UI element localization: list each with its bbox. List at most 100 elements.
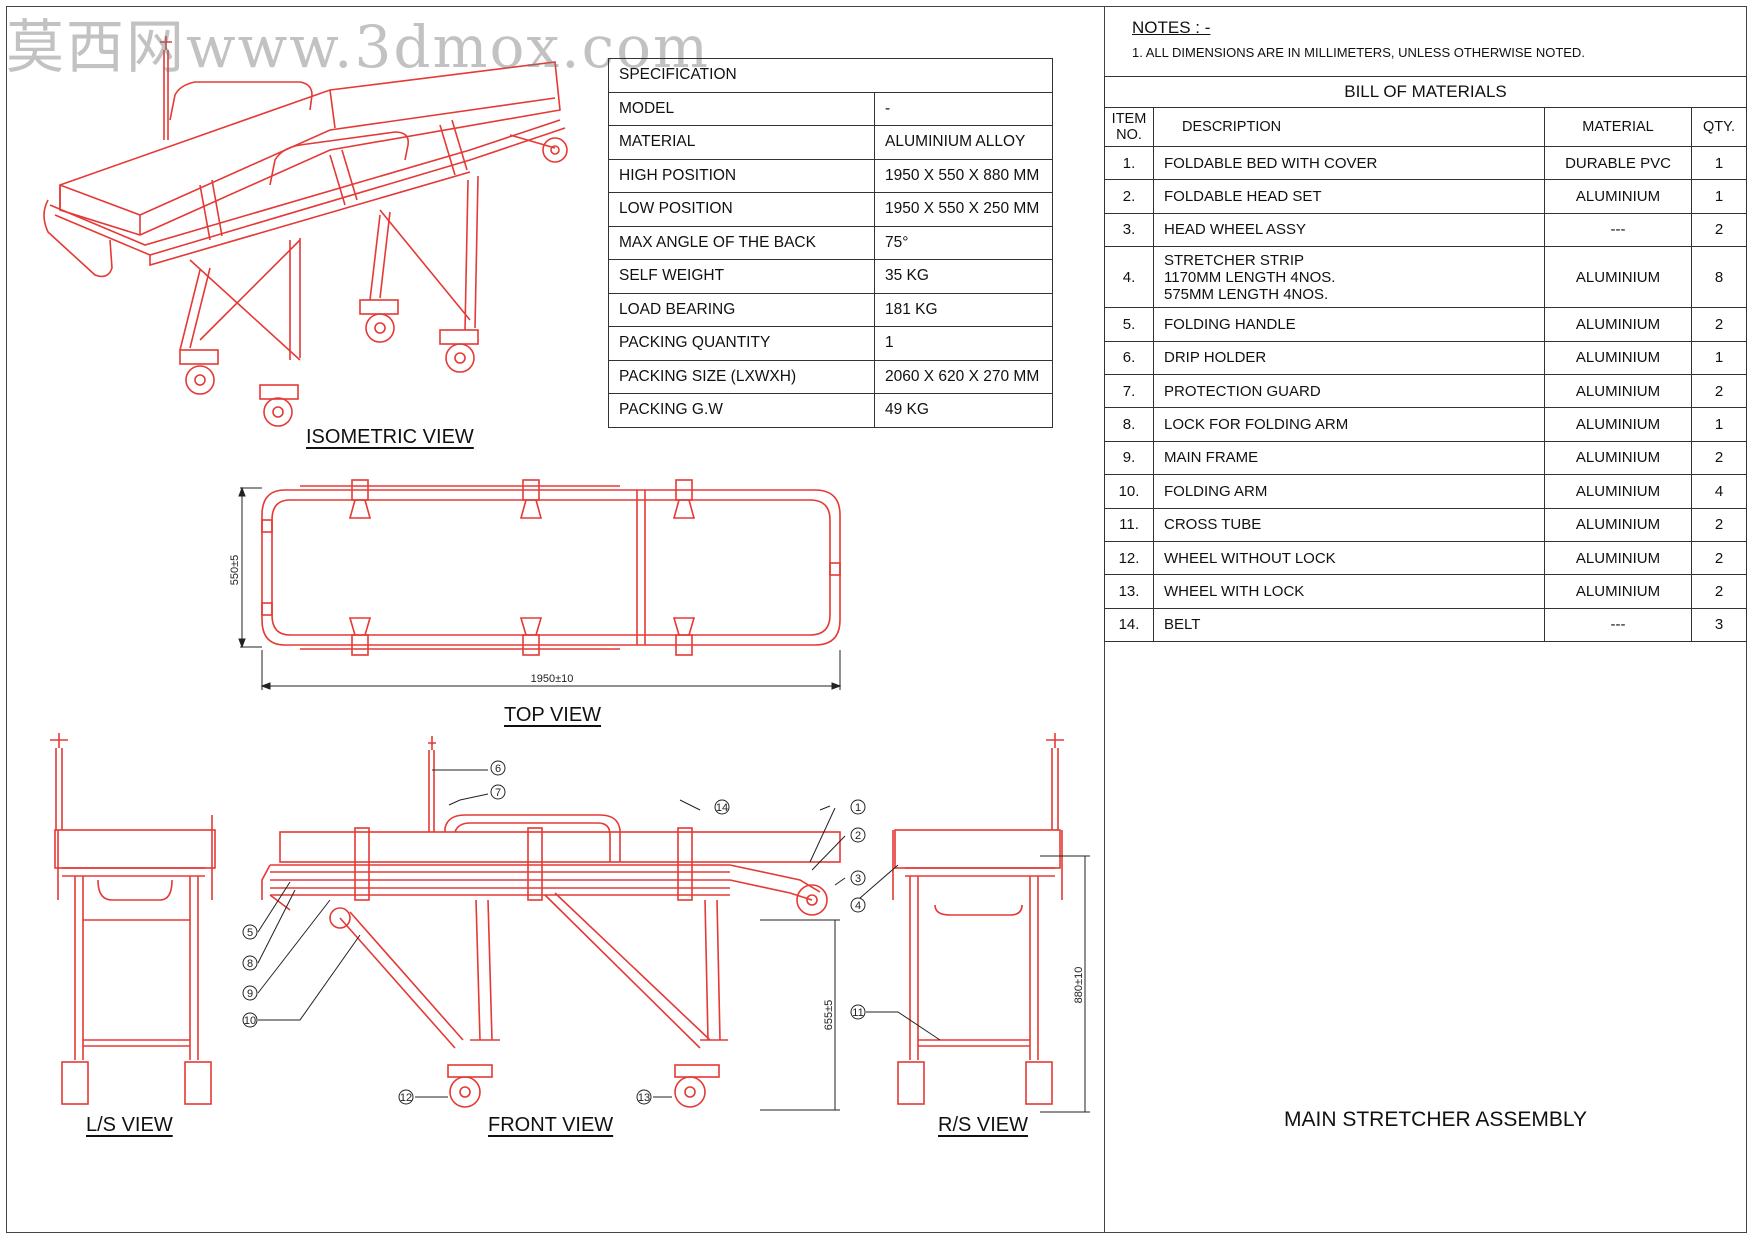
bom-qty: 2 [1691, 212, 1747, 248]
bom-description-line: STRETCHER STRIP [1164, 251, 1305, 269]
balloon-label-12: 12 [400, 1092, 412, 1104]
isometric-drawing [43, 36, 568, 427]
front-view-title: FRONT VIEW [488, 1114, 614, 1136]
bom-item-no: 10. [1104, 474, 1154, 509]
dim-length: 1950±10 [531, 673, 574, 685]
bom-description-line: 575MM LENGTH 4NOS. [1164, 285, 1329, 303]
bom-item-no: 5. [1104, 307, 1154, 342]
balloon-label-2: 2 [855, 830, 861, 842]
bom-description: MAIN FRAME [1153, 440, 1545, 476]
spec-key: PACKING SIZE (LXWXH) [608, 359, 875, 394]
notes-title: NOTES : - [1132, 18, 1211, 37]
balloon-label-8: 8 [247, 958, 253, 970]
bom-qty: 2 [1691, 540, 1747, 576]
right-side-drawing [892, 733, 1064, 1105]
bom-qty: 2 [1691, 507, 1747, 542]
dim-seat-height: 655±5 [823, 1000, 835, 1031]
bom-title: BILL OF MATERIALS [1104, 76, 1747, 107]
bom-item-no: 7. [1104, 373, 1154, 409]
spec-value: - [874, 91, 1053, 126]
bom-material: --- [1544, 607, 1692, 643]
spec-value: ALUMINIUM ALLOY [874, 125, 1053, 160]
bom-material: ALUMINIUM [1544, 246, 1692, 309]
bom-description: WHEEL WITHOUT LOCK [1153, 540, 1545, 576]
spec-value: 35 KG [874, 259, 1053, 294]
bom-description: DRIP HOLDER [1153, 340, 1545, 375]
spec-key: LOAD BEARING [608, 292, 875, 327]
bom-item-no: 1. [1104, 145, 1154, 181]
balloon-13 [636, 1089, 652, 1105]
spec-title: SPECIFICATION [608, 58, 1053, 93]
spec-key: MODEL [608, 91, 875, 126]
balloon-label-5: 5 [247, 927, 253, 939]
spec-key: LOW POSITION [608, 192, 875, 227]
balloon-11 [850, 1004, 866, 1020]
bom-qty: 4 [1691, 474, 1747, 509]
bom-table: BILL OF MATERIALS ITEM NO. DESCRIPTION M… [1104, 76, 1747, 643]
bom-row: 4. STRETCHER STRIP 1170MM LENGTH 4NOS. 5… [1104, 246, 1747, 309]
bom-header-qty: QTY. [1691, 107, 1747, 147]
spec-key: MATERIAL [608, 125, 875, 160]
dim-width: 550±5 [229, 555, 241, 586]
balloon-6 [490, 760, 506, 776]
balloon-5 [242, 924, 258, 940]
balloon-label-11: 11 [852, 1007, 863, 1019]
spec-value: 1950 X 550 X 250 MM [874, 192, 1053, 227]
bom-description: HEAD WHEEL ASSY [1153, 212, 1545, 248]
bom-qty: 1 [1691, 145, 1747, 181]
bom-material: ALUMINIUM [1544, 307, 1692, 342]
bom-material: ALUMINIUM [1544, 574, 1692, 609]
bom-qty: 3 [1691, 607, 1747, 643]
bom-description: PROTECTION GUARD [1153, 373, 1545, 409]
balloon-1 [850, 799, 866, 815]
balloon-2 [850, 827, 866, 843]
bom-item-no: 13. [1104, 574, 1154, 609]
spec-value: 49 KG [874, 393, 1053, 428]
front-view-drawing [261, 736, 841, 1108]
bom-qty: 1 [1691, 407, 1747, 442]
spec-key: HIGH POSITION [608, 158, 875, 193]
watermark: 莫西网www.3dmox.com [6, 13, 710, 81]
bom-material: ALUMINIUM [1544, 440, 1692, 476]
balloon-label-13: 13 [638, 1092, 650, 1104]
bom-qty: 2 [1691, 307, 1747, 342]
bom-description: WHEEL WITH LOCK [1153, 574, 1545, 609]
isometric-view-title: ISOMETRIC VIEW [306, 426, 474, 448]
spec-value: 2060 X 620 X 270 MM [874, 359, 1053, 394]
spec-key: PACKING QUANTITY [608, 326, 875, 361]
bom-description: FOLDABLE HEAD SET [1153, 179, 1545, 214]
notes-item: 1. ALL DIMENSIONS ARE IN MILLIMETERS, UN… [1132, 45, 1585, 60]
balloon-7 [490, 784, 506, 800]
bom-item-no: 9. [1104, 440, 1154, 476]
bom-material: ALUMINIUM [1544, 407, 1692, 442]
balloon-label-3: 3 [855, 873, 861, 885]
bom-header-item: ITEM NO. [1104, 107, 1154, 147]
bom-description: FOLDING ARM [1153, 474, 1545, 509]
spec-row: MODEL- [608, 91, 1053, 126]
bom-item-no: 2. [1104, 179, 1154, 214]
spec-value: 75° [874, 225, 1053, 260]
bom-material: ALUMINIUM [1544, 340, 1692, 375]
bom-item-no: 11. [1104, 507, 1154, 542]
balloon-8 [242, 955, 258, 971]
balloon-12 [398, 1089, 414, 1105]
bom-description: FOLDING HANDLE [1153, 307, 1545, 342]
bom-qty: 8 [1691, 246, 1747, 309]
balloon-9 [242, 985, 258, 1001]
assembly-title: MAIN STRETCHER ASSEMBLY [1284, 1108, 1588, 1131]
bom-description: STRETCHER STRIP 1170MM LENGTH 4NOS. 575M… [1153, 246, 1545, 309]
